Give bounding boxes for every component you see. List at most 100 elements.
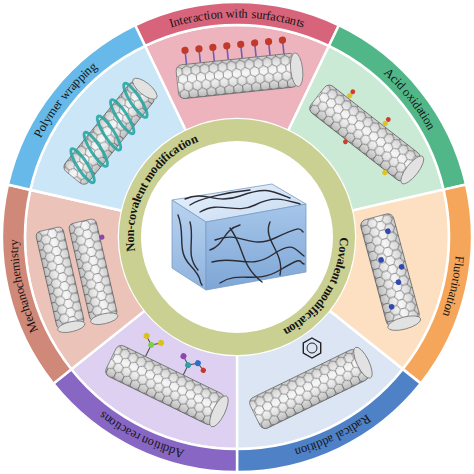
letter: w <box>56 86 74 103</box>
letter <box>222 6 226 22</box>
letter: e <box>330 266 347 276</box>
letter: n <box>122 229 138 237</box>
letter: i <box>77 67 90 81</box>
composite-block <box>172 184 306 290</box>
letter <box>138 177 153 188</box>
category-label: Covalent modification <box>0 0 119 16</box>
letter: a <box>269 8 277 25</box>
method-label: Addition reactions <box>0 0 93 16</box>
letter: r <box>51 96 66 109</box>
letter: v <box>125 206 142 216</box>
letter: e <box>48 99 64 113</box>
letter <box>330 430 340 446</box>
letter: o <box>122 236 138 243</box>
letter: s <box>6 253 22 259</box>
letter: t <box>154 438 163 454</box>
letter: N <box>122 242 139 253</box>
letter: l <box>332 263 348 271</box>
letter: e <box>127 426 139 443</box>
ring-shape <box>130 130 344 344</box>
letter: t <box>326 277 342 288</box>
letter: o <box>209 6 217 23</box>
letter: a <box>191 9 199 26</box>
letter: n <box>171 13 181 30</box>
letter: e <box>21 314 38 325</box>
letter: A <box>381 65 399 83</box>
letter: i <box>442 299 458 307</box>
letter: a <box>325 431 337 448</box>
letter: i <box>235 5 239 21</box>
letter: F <box>451 255 468 264</box>
letter: x <box>403 90 419 105</box>
letter: n <box>187 131 200 148</box>
letter: t <box>202 8 208 24</box>
segment-band-shape <box>329 25 466 190</box>
letter: a <box>333 257 350 267</box>
letter: a <box>126 199 143 210</box>
letter: o <box>286 320 300 337</box>
letter: i <box>150 437 159 453</box>
segment-fill <box>237 311 403 449</box>
letter: c <box>10 281 27 290</box>
letter: h <box>17 303 34 314</box>
letter: a <box>444 290 461 300</box>
nanotube-mechano <box>68 217 123 327</box>
letter: i <box>407 95 422 108</box>
letter: d <box>167 442 178 459</box>
letter: M <box>23 319 42 336</box>
letter: a <box>353 415 366 431</box>
letter: C <box>336 237 352 247</box>
letter: c <box>275 9 283 26</box>
letter: e <box>181 11 190 28</box>
letter: n <box>281 323 295 340</box>
letter: c <box>123 219 140 227</box>
letter: c <box>19 309 36 320</box>
letter <box>325 280 341 290</box>
letter: n <box>138 432 150 449</box>
letter: c <box>341 423 354 440</box>
nanotube-polymer <box>57 71 164 190</box>
letter: i <box>310 301 324 314</box>
letter: o <box>399 85 415 100</box>
letter <box>397 82 411 95</box>
letter: P <box>30 127 47 141</box>
letter: c <box>387 71 402 86</box>
letter: t <box>308 439 317 455</box>
letter: A <box>173 444 186 462</box>
letter: a <box>297 312 312 328</box>
letter: n <box>216 6 223 22</box>
letter: a <box>413 103 429 117</box>
letter: e <box>130 190 147 201</box>
letter: t <box>294 316 307 331</box>
letter: u <box>450 265 467 274</box>
letter: d <box>160 440 171 457</box>
sector-fills <box>25 25 449 449</box>
benzene-ring <box>303 338 320 358</box>
letter: r <box>187 10 194 27</box>
letter: m <box>7 261 24 273</box>
letter: h <box>242 6 249 22</box>
letter: o <box>441 302 458 313</box>
letter: a <box>336 426 348 443</box>
letter: o <box>105 414 119 431</box>
letter: i <box>161 148 174 162</box>
letter: e <box>8 270 25 278</box>
letter: t <box>135 179 151 190</box>
letter: g <box>85 58 100 74</box>
letter: i <box>305 440 313 456</box>
letter: s <box>297 15 306 32</box>
letter: n <box>80 63 95 79</box>
letter: t <box>294 14 302 30</box>
method-label: Acid oxidation <box>0 0 75 16</box>
letter: m <box>320 283 339 300</box>
letter: t <box>443 295 459 303</box>
